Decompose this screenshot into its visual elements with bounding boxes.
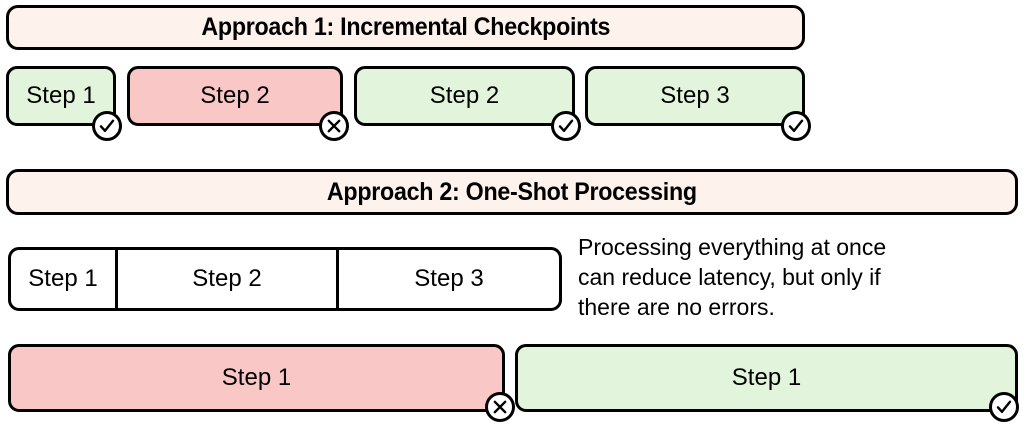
check-icon [551,111,581,141]
one-shot-segment-3-label: Step 3 [414,265,484,292]
one-shot-segmented-bar: Step 1 Step 2 Step 3 [8,247,562,311]
cross-icon [319,111,349,141]
one-shot-attempt-1: Step 1 [8,344,505,412]
one-shot-attempt-2-label: Step 1 [731,364,802,391]
one-shot-segment-2-label: Step 2 [192,265,262,292]
one-shot-attempt-1-label: Step 1 [221,364,292,391]
check-icon [781,111,811,141]
one-shot-note: Processing everything at once can reduce… [578,234,887,320]
one-shot-segment-1: Step 1 [11,250,118,308]
approach-1-block-4-label: Step 3 [660,82,730,109]
approach-1-block-3-label: Step 2 [429,82,500,109]
approach-1-title-banner: Approach 1: Incremental Checkpoints [6,5,805,50]
check-icon [92,111,122,141]
cross-icon [485,392,515,422]
one-shot-attempt-2: Step 1 [515,344,1018,412]
approach-1-title: Approach 1: Incremental Checkpoints [201,13,610,41]
approach-1-block-1: Step 1 [6,66,116,126]
approach-2-title: Approach 2: One-Shot Processing [327,177,697,206]
approach-1-block-2: Step 2 [127,66,343,126]
approach-1-block-2-label: Step 2 [200,82,270,109]
one-shot-segment-3: Step 3 [339,250,559,308]
check-icon [989,392,1019,422]
one-shot-segment-1-label: Step 1 [28,265,98,292]
approach-1-block-1-label: Step 1 [26,82,96,109]
one-shot-segment-2: Step 2 [118,250,339,308]
approach-1-block-4: Step 3 [585,66,805,126]
approach-2-title-banner: Approach 2: One-Shot Processing [6,169,1018,215]
approach-1-block-3: Step 2 [354,66,575,126]
